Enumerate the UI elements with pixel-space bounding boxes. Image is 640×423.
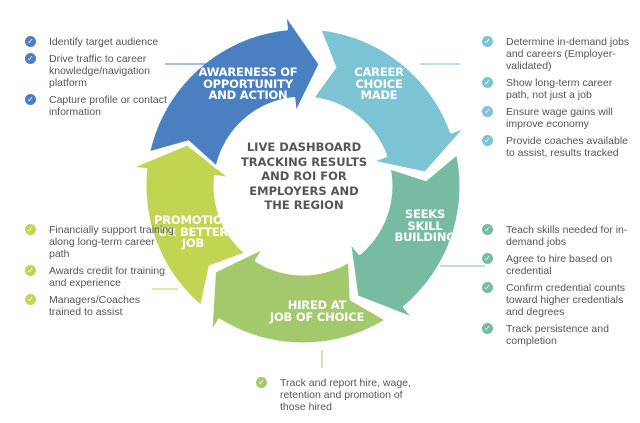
list-item-text: Track and report hire, wage, retention a… xyxy=(280,377,411,413)
list-item: ✓ Capture profile or contact information xyxy=(25,94,175,118)
list-item-text: Drive traffic to career knowledge/naviga… xyxy=(49,53,150,89)
arrow-awareness xyxy=(147,11,322,170)
arrow-promotion xyxy=(128,142,248,309)
list-item: ✓ Show long-term career path, not just a … xyxy=(482,77,632,101)
check-icon: ✓ xyxy=(482,77,493,88)
list-item-text: Track persistence and completion xyxy=(506,323,609,347)
list-item: ✓ Determine in-demand jobs and careers (E… xyxy=(482,36,632,72)
list-item: ✓ Identify target audience xyxy=(25,36,175,48)
arrow-hired xyxy=(209,245,389,346)
list-item-text: Managers/Coaches trained to assist xyxy=(49,294,141,318)
list-item: ✓ Ensure wage gains will improve economy xyxy=(482,106,632,130)
list-item-text: Show long-term career path, not just a j… xyxy=(506,77,613,101)
check-icon: ✓ xyxy=(25,53,36,64)
list-item-text: Agree to hire based on credential xyxy=(506,253,613,277)
skill-list: ✓Teach skills needed for in-demand jobs✓… xyxy=(482,224,632,352)
check-icon: ✓ xyxy=(482,323,493,334)
list-item: ✓ Agree to hire based on credential xyxy=(482,253,632,277)
list-item-text: Capture profile or contact information xyxy=(49,94,167,118)
list-item: ✓ Track persistence and completion xyxy=(482,323,632,347)
list-item: ✓ Drive traffic to career knowledge/navig… xyxy=(25,53,175,89)
list-item-text: Financially support training along long-… xyxy=(49,224,174,260)
check-icon: ✓ xyxy=(25,294,36,305)
awareness-list: ✓ Identify target audience ✓ Drive traffic … xyxy=(25,36,175,123)
list-item: ✓ Provide coaches available to assist, re… xyxy=(482,135,632,159)
check-icon: ✓ xyxy=(482,253,493,264)
check-icon: ✓ xyxy=(482,282,493,293)
check-icon: ✓ xyxy=(25,265,36,276)
promotion-list: ✓ Financially support training along long… xyxy=(25,224,175,323)
list-item-text: Identify target audience xyxy=(49,36,159,48)
check-icon: ✓ xyxy=(482,135,493,146)
check-icon: ✓ xyxy=(25,94,36,105)
list-item: ✓ Confirm credential counts toward higher… xyxy=(482,282,632,318)
check-icon: ✓ xyxy=(482,224,493,235)
list-item: ✓ Financially support training along long… xyxy=(25,224,175,260)
check-icon: ✓ xyxy=(482,106,493,117)
list-item-text: Confirm credential counts toward higher … xyxy=(506,282,626,318)
list-item: ✓ Teach skills needed for in-demand jobs xyxy=(482,224,632,248)
check-icon: ✓ xyxy=(25,36,36,47)
check-icon: ✓ xyxy=(256,377,267,388)
arrow-career xyxy=(310,27,468,175)
list-item-text: Awards credit for training and experienc… xyxy=(49,265,165,289)
list-item: ✓ Track and report hire, wage, retention … xyxy=(256,377,426,413)
check-icon: ✓ xyxy=(25,224,36,235)
arrow-skill xyxy=(347,151,463,321)
list-item-text: Teach skills needed for in-demand jobs xyxy=(506,224,628,248)
check-icon: ✓ xyxy=(482,36,493,47)
career-list: ✓ Determine in-demand jobs and careers (E… xyxy=(482,36,632,164)
list-item-text: Provide coaches available to assist, res… xyxy=(506,135,628,159)
hired-list: ✓ Track and report hire, wage, retention … xyxy=(256,377,426,418)
list-item-text: Ensure wage gains will improve economy xyxy=(506,106,613,130)
list-item-text: Determine in-demand jobs and careers (Em… xyxy=(506,36,630,72)
list-item: ✓ Awards credit for training and experien… xyxy=(25,265,175,289)
list-item: ✓ Managers/Coaches trained to assist xyxy=(25,294,175,318)
center-title: LIVE DASHBOARD TRACKING RESULTS AND ROI … xyxy=(240,140,368,212)
